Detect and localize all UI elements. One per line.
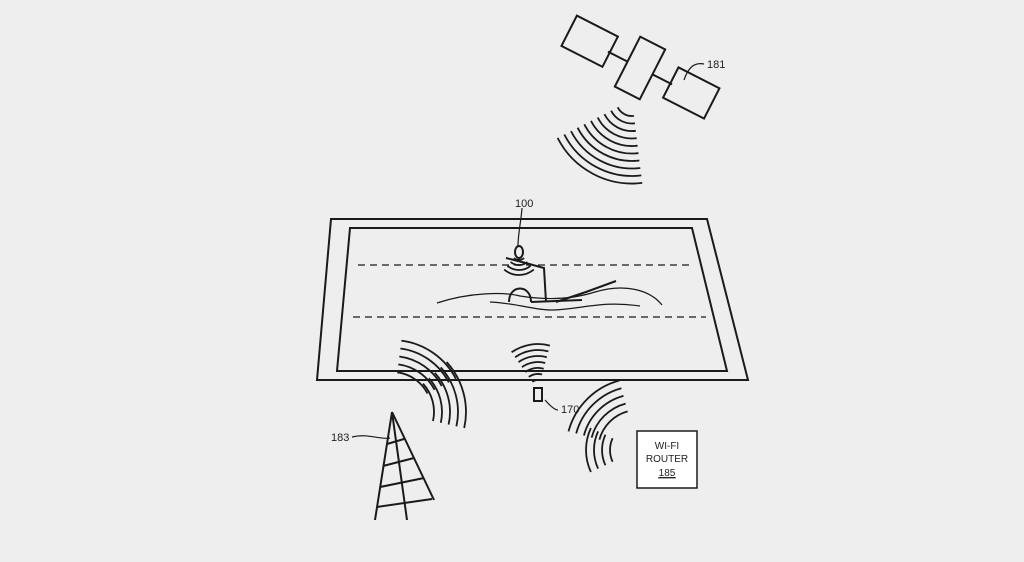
pool-inner-edge — [335, 227, 729, 372]
tower-crossbars — [376, 438, 433, 508]
device-label: 100 — [515, 198, 533, 210]
router-signal-waves — [567, 379, 628, 473]
tower-wave-arc-right — [440, 366, 459, 427]
satellite-leader-line — [683, 63, 705, 81]
satellite-wave-arc — [596, 117, 637, 140]
device-wave-arc — [506, 265, 532, 271]
router-wave-arc-left — [585, 427, 592, 473]
satellite-body — [560, 14, 721, 120]
router-wave-arc-up — [583, 395, 624, 436]
tower-wave-arc-right — [428, 377, 443, 423]
sensor-wave-arc — [511, 343, 551, 354]
satellite-right-panel — [661, 66, 721, 120]
sensor-wave-arc — [517, 355, 548, 363]
device-wave-arc — [503, 268, 535, 276]
satellite-wave-arc — [556, 137, 643, 185]
sensor-wave-arc — [528, 373, 543, 378]
satellite-signal-waves — [556, 106, 643, 185]
swimmer-head — [508, 287, 532, 303]
satellite-wave-arc — [563, 134, 642, 177]
sensor-wave-arc — [514, 349, 549, 358]
router-label-line2: ROUTER — [646, 454, 688, 465]
pool-sensor-signal-waves — [511, 343, 551, 383]
satellite — [560, 14, 721, 120]
sensor-wave-arc — [524, 367, 544, 373]
sensor-leader-line — [544, 399, 559, 411]
device-wave-arc — [513, 257, 525, 261]
swimmer-arm-raised — [505, 257, 547, 303]
pool — [315, 218, 750, 381]
sensor-label: 170 — [561, 404, 579, 416]
wifi-router: WI-FI ROUTER 185 — [636, 430, 698, 489]
sensor-wave-arc — [521, 361, 546, 368]
satellite-label: 181 — [707, 59, 725, 71]
router-wave-arc-up — [575, 387, 622, 434]
tower-wave-arc-right — [445, 361, 467, 429]
device-leader-line — [517, 207, 523, 247]
satellite-wave-arc — [570, 130, 641, 170]
tower-wave-arc-up — [400, 347, 450, 383]
cell-tower-signal-waves — [397, 339, 467, 429]
pool-outer-edge — [315, 218, 750, 381]
router-box — [636, 430, 698, 489]
router-ref-label: 185 — [659, 468, 676, 479]
router-wave-arc-left — [593, 431, 599, 469]
tower-wave-arc-right — [434, 372, 451, 425]
water-surface-line — [436, 287, 663, 306]
pool-sensor — [533, 387, 543, 402]
device-wave-arc — [510, 261, 528, 266]
tower-label: 183 — [331, 432, 349, 444]
tower-wave-arc-up — [399, 355, 443, 387]
sensor-wave-arc — [531, 379, 541, 383]
tower-wave-arc-up — [398, 363, 436, 391]
tower-wave-arc-up — [401, 339, 457, 380]
tower-wave-arc-right — [422, 382, 435, 422]
satellite-wave-arc — [590, 120, 638, 147]
satellite-wave-arc — [610, 110, 636, 125]
wearable-signal-waves — [503, 257, 535, 276]
router-label-line1: WI-FI — [655, 441, 679, 452]
satellite-wave-arc — [603, 113, 636, 132]
satellite-wave-arc — [576, 127, 640, 162]
swimmer-arm-extended — [555, 280, 617, 303]
satellite-wave-arc — [616, 106, 635, 117]
router-wave-arc-up — [598, 410, 628, 440]
router-wave-arc-left — [609, 437, 614, 463]
tower-leader-line — [351, 435, 391, 439]
cell-tower — [374, 411, 435, 521]
router-wave-arc-left — [601, 434, 607, 466]
swimmer — [436, 257, 663, 311]
water-ripple-line — [489, 301, 641, 311]
satellite-core — [613, 35, 667, 101]
wearable-device — [514, 245, 524, 259]
router-wave-arc-up — [590, 402, 626, 438]
tower-wave-arc-up — [397, 371, 429, 394]
router-wave-arc-up — [567, 379, 620, 432]
satellite-wave-arc — [583, 123, 639, 155]
satellite-left-panel — [560, 14, 620, 69]
